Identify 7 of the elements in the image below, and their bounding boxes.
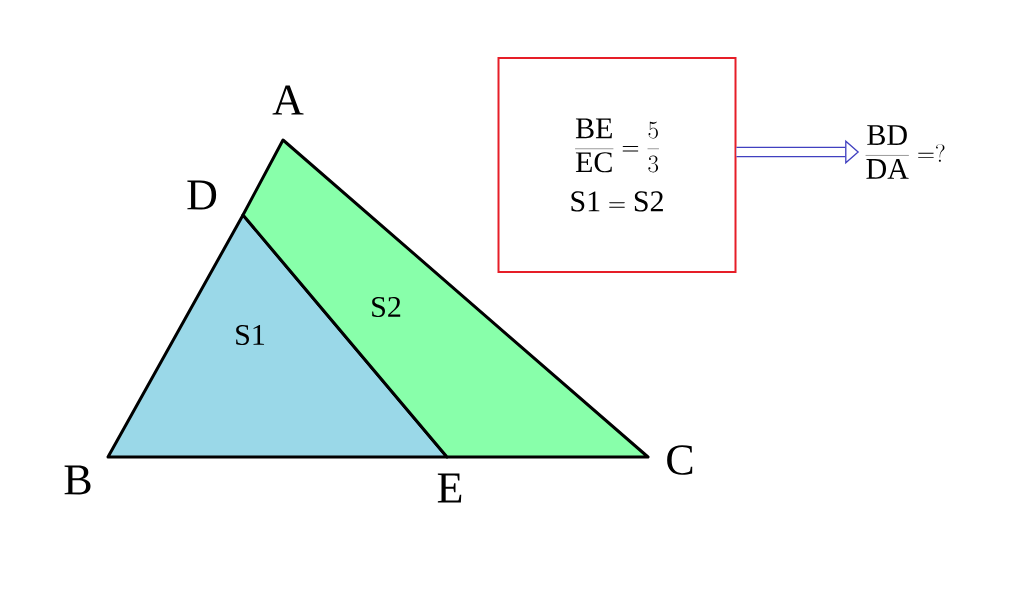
vertex-label: E: [437, 473, 462, 503]
vertex-label: C: [667, 445, 693, 475]
vertex-label: D: [187, 180, 217, 210]
given-box: $\frac{\mathrm{BE}}{\mathrm{EC}}=\frac{5}{3}$ $\mathrm{S1}=\mathrm{S2}$: [497, 57, 737, 273]
vertex-label: A: [272, 85, 304, 115]
question-formula: $\frac{\mathrm{BD}}{\mathrm{DA}}=?$: [865, 125, 945, 179]
vertex-label: B: [64, 465, 91, 495]
